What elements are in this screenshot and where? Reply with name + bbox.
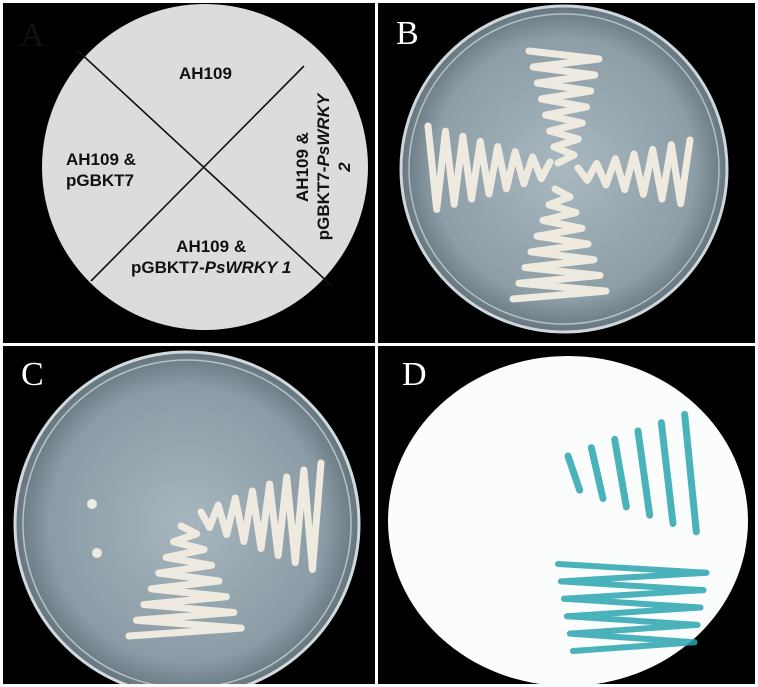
plate-diagram xyxy=(42,4,368,330)
blue-streak-upper xyxy=(611,435,630,511)
blue-streak-upper xyxy=(681,410,700,536)
sector-label-top: AH109 xyxy=(179,64,232,83)
streak-upper-right xyxy=(197,459,325,573)
sector-label-right: AH109 & pGBKT7-PsWRKY 2 xyxy=(292,92,355,242)
agar-plate-b xyxy=(399,4,729,334)
sector-label-right-gene: PsWRKY 2 xyxy=(314,93,354,172)
sector-label-left-line2: pGBKT7 xyxy=(66,171,134,190)
divider-line-2 xyxy=(90,65,305,282)
streak-right xyxy=(574,136,694,208)
colony-dot-1 xyxy=(87,499,97,509)
streak-bottom xyxy=(509,185,610,303)
sector-label-bottom-line1: AH109 & xyxy=(176,237,247,256)
petri-dish-rim-b xyxy=(408,13,720,325)
sector-label-bottom: AH109 & pGBKT7-PsWRKY 1 xyxy=(131,236,291,278)
streak-left xyxy=(424,122,554,213)
panel-label-b: B xyxy=(396,15,419,52)
sector-label-bottom-gene: PsWRKY 1 xyxy=(204,258,292,277)
panel-c: C xyxy=(3,346,375,684)
sector-label-left: AH109 & pGBKT7 xyxy=(66,149,136,191)
streak-top xyxy=(525,47,603,167)
sector-label-right-line2: pGBKT7-PsWRKY 2 xyxy=(313,92,355,242)
sector-label-right-line1: AH109 & xyxy=(293,132,312,202)
panel-d: D xyxy=(378,346,755,684)
blue-streak-upper xyxy=(634,427,654,519)
blue-streak-upper xyxy=(587,444,607,502)
panel-a: A AH109 AH109 & pGBKT7 AH109 & pGBKT7-Ps… xyxy=(3,3,375,343)
sector-label-bottom-line2: pGBKT7-PsWRKY 1 xyxy=(131,257,291,278)
panel-label-d: D xyxy=(402,356,427,393)
divider-line-1 xyxy=(76,49,333,287)
blue-streak-upper xyxy=(564,452,584,494)
panel-b: B xyxy=(378,3,755,343)
petri-dish-rim-c xyxy=(22,359,352,684)
blue-streak-lower xyxy=(570,639,698,654)
streak-lower-left xyxy=(125,522,245,640)
panel-label-c: C xyxy=(21,356,44,393)
panel-label-a: A xyxy=(20,17,45,54)
petri-dish-b xyxy=(399,4,729,334)
agar-plate-c xyxy=(13,350,361,684)
petri-dish-c xyxy=(13,350,361,684)
sector-label-left-line1: AH109 & xyxy=(66,150,136,169)
sector-label-right-plasmid: pGBKT7- xyxy=(314,166,333,241)
colony-dot-2 xyxy=(92,548,102,558)
blue-streak-upper xyxy=(657,419,677,527)
membrane-plate-d xyxy=(388,356,748,684)
sector-label-bottom-plasmid: pGBKT7- xyxy=(131,258,205,277)
